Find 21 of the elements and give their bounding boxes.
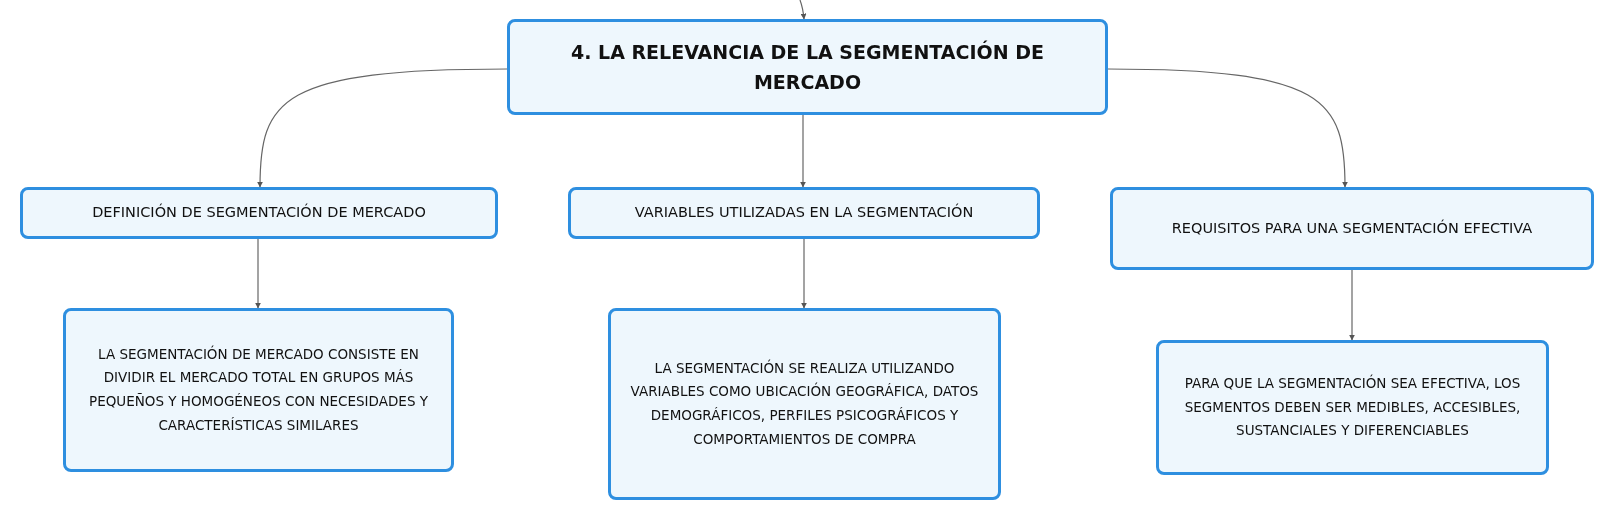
node-text: LA SEGMENTACIÓN SE REALIZA UTILIZANDO VARIABLES COMO UBICACIÓN GEOGRÁFICA, DATOS DEMOGRÁFICOS, PERFILES PSICOGRÁFICOS Y COMPORTAMIENTOS DE COMPRA bbox=[629, 358, 980, 449]
connector-arrow bbox=[799, 0, 807, 20]
connector-arrow bbox=[255, 238, 261, 309]
detail-box bbox=[1156, 340, 1549, 475]
node-text: PARA QUE LA SEGMENTACIÓN SEA EFECTIVA, LOS SEGMENTOS DEBEN SER MEDIBLES, ACCESIBLES, SUSTANCIALES Y DIFERENCIABLES bbox=[1183, 373, 1522, 441]
node-text: LA SEGMENTACIÓN DE MERCADO CONSISTE EN DIVIDIR EL MERCADO TOTAL EN GRUPOS MÁS PEQUEÑOS Y HOMOGÉNEOS CON NECESIDADES Y CARACTERÍSTICAS SIMILARES bbox=[88, 344, 429, 435]
node-text: DEFINICIÓN DE SEGMENTACIÓN DE MERCADO bbox=[92, 202, 426, 223]
subtopic-box bbox=[20, 187, 498, 239]
topic-box bbox=[507, 19, 1108, 115]
connector-arrow bbox=[801, 238, 807, 309]
node-text: VARIABLES UTILIZADAS EN LA SEGMENTACIÓN bbox=[634, 202, 974, 223]
subtopic-box bbox=[1110, 187, 1594, 270]
connector-arrow bbox=[257, 68, 508, 188]
connector-arrow bbox=[1349, 269, 1355, 341]
node-text: 4. LA RELEVANCIA DE LA SEGMENTACIÓN DE MERCADO bbox=[570, 39, 1045, 95]
detail-box bbox=[63, 308, 454, 472]
subtopic-box bbox=[568, 187, 1040, 239]
connector-arrow bbox=[1107, 68, 1348, 188]
detail-box bbox=[608, 308, 1001, 500]
node-text: REQUISITOS PARA UNA SEGMENTACIÓN EFECTIVA bbox=[1171, 218, 1533, 238]
connector-arrow bbox=[800, 114, 806, 188]
